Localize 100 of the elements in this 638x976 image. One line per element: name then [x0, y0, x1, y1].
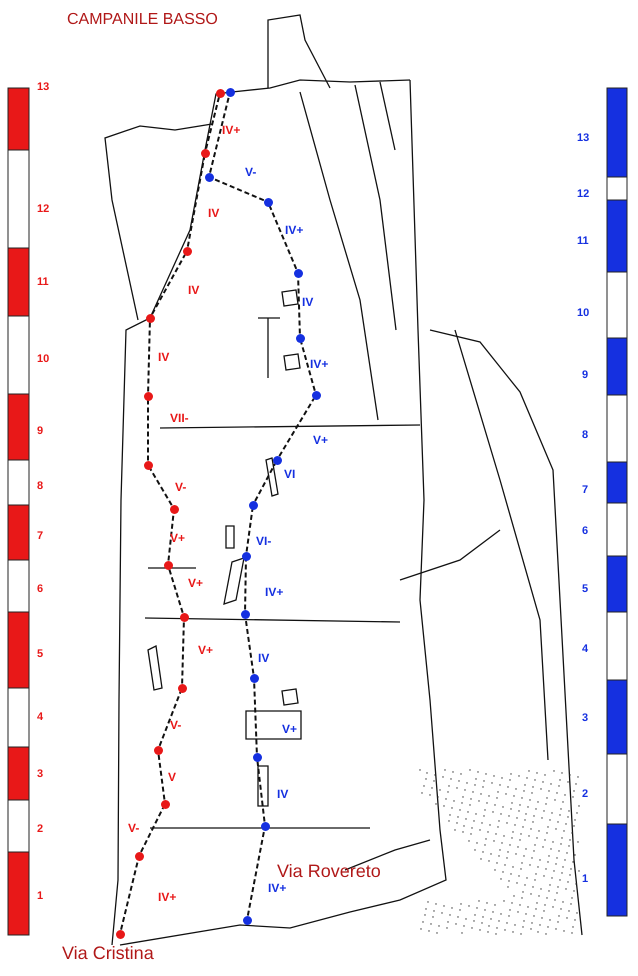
climbing-grade: V- [170, 719, 182, 731]
pitch-number: 8 [37, 481, 44, 492]
belay-point [170, 504, 178, 514]
climbing-grade: IV [188, 284, 200, 296]
route-pitch-line [120, 860, 139, 930]
climbing-grade: VI [284, 468, 296, 480]
pitch-number: 11 [37, 277, 49, 288]
pitch-number: 5 [37, 649, 44, 660]
pitch-number: 1 [37, 891, 44, 902]
pitch-number: 2 [582, 789, 588, 800]
belay-point [272, 456, 282, 464]
climbing-grade: IV [158, 351, 170, 363]
pitch-number: 2 [37, 824, 44, 835]
pitch-number: 12 [37, 204, 50, 215]
belay-point [116, 930, 124, 938]
pitch-number: 12 [577, 189, 590, 200]
route-pitch-line [300, 342, 316, 391]
route-pitch-line [244, 560, 247, 610]
climbing-grade: IV+ [268, 882, 286, 894]
climbing-grade: IV [302, 296, 314, 308]
belay-point [216, 88, 224, 98]
belay-point [252, 752, 262, 762]
route-pitch-line [212, 178, 264, 202]
belay-point [294, 268, 302, 278]
pitch-number: 13 [37, 82, 50, 93]
belay-point [226, 88, 234, 96]
route-pitch-line [244, 618, 254, 674]
route-pitch-line [186, 157, 206, 247]
belay-point [248, 500, 258, 510]
belay-point [146, 314, 154, 322]
pitch-number: 3 [37, 769, 44, 780]
climbing-grade: VI- [256, 535, 272, 547]
climbing-grade: IV [208, 207, 220, 219]
belay-point [144, 392, 152, 400]
belay-point [312, 390, 320, 400]
pitch-number: 9 [37, 426, 44, 437]
pitch-number: 11 [577, 236, 589, 247]
climbing-grade: IV+ [222, 124, 240, 136]
route-pitch-line [278, 398, 315, 457]
belay-point [240, 610, 250, 618]
belay-point [154, 746, 162, 754]
pitch-number: 13 [577, 133, 590, 144]
route-pitch-line [151, 254, 186, 315]
pitch-number: 1 [582, 874, 588, 885]
route-pitch-line [253, 682, 258, 753]
climbing-grade: V [168, 771, 176, 783]
pitch-number: 10 [37, 354, 50, 365]
belay-point [204, 172, 214, 182]
belay-point [160, 800, 170, 808]
belay-point [260, 822, 270, 830]
route-pitch-line [256, 761, 266, 822]
belay-point [144, 460, 152, 470]
climbing-grade: V- [128, 822, 140, 834]
climbing-grade: IV [277, 788, 288, 800]
route-pitch-line [147, 322, 151, 392]
route-pitch-line [209, 96, 230, 173]
belay-point [200, 148, 210, 158]
belay-point [180, 612, 188, 622]
belay-point [264, 198, 272, 206]
climbing-grade: V+ [170, 532, 186, 544]
route-pitch-line [167, 513, 175, 561]
route-pitch-line [246, 509, 254, 552]
pitch-number: 9 [582, 370, 588, 381]
climbing-grade: VII- [170, 412, 189, 424]
climbing-grade: V- [245, 166, 256, 178]
pitch-number: 5 [582, 584, 588, 595]
pitch-number: 7 [582, 485, 588, 496]
climbing-grade: IV+ [310, 358, 328, 370]
belay-point [242, 552, 250, 560]
climbing-grade: IV+ [158, 891, 176, 903]
route-name: Via Cristina [62, 944, 154, 962]
pitch-number: 4 [37, 712, 44, 723]
route-pitch-line [254, 464, 276, 502]
route-pitch-line [147, 400, 149, 460]
climbing-grade: IV [258, 652, 270, 664]
belay-point [182, 246, 192, 256]
climbing-grade: V- [175, 481, 186, 493]
pitch-number: 4 [582, 644, 588, 655]
belay-point [178, 684, 186, 692]
route-pitch-line [158, 692, 182, 746]
pitch-number: 7 [37, 531, 44, 542]
pitch-number: 6 [582, 526, 588, 537]
route-pitch-line [268, 206, 298, 270]
belay-point [242, 916, 252, 924]
climbing-grade: V+ [198, 644, 214, 656]
belay-point [134, 852, 144, 860]
belay-point [164, 560, 172, 570]
route-pitch-line [140, 808, 164, 852]
route-name: Via Rovereto [277, 862, 381, 880]
climbing-grade: V+ [282, 723, 298, 735]
climbing-grade: IV+ [265, 586, 284, 598]
pitch-number: 3 [582, 713, 588, 724]
climbing-grade: V+ [188, 577, 204, 589]
pitch-number: 10 [577, 308, 590, 319]
climbing-grade: IV+ [285, 224, 304, 236]
route-pitch-line [168, 569, 184, 613]
pitch-number: 8 [582, 430, 588, 441]
route-pitch-line [158, 754, 166, 800]
title: CAMPANILE BASSO [67, 12, 218, 28]
route-pitch-line [205, 97, 220, 149]
